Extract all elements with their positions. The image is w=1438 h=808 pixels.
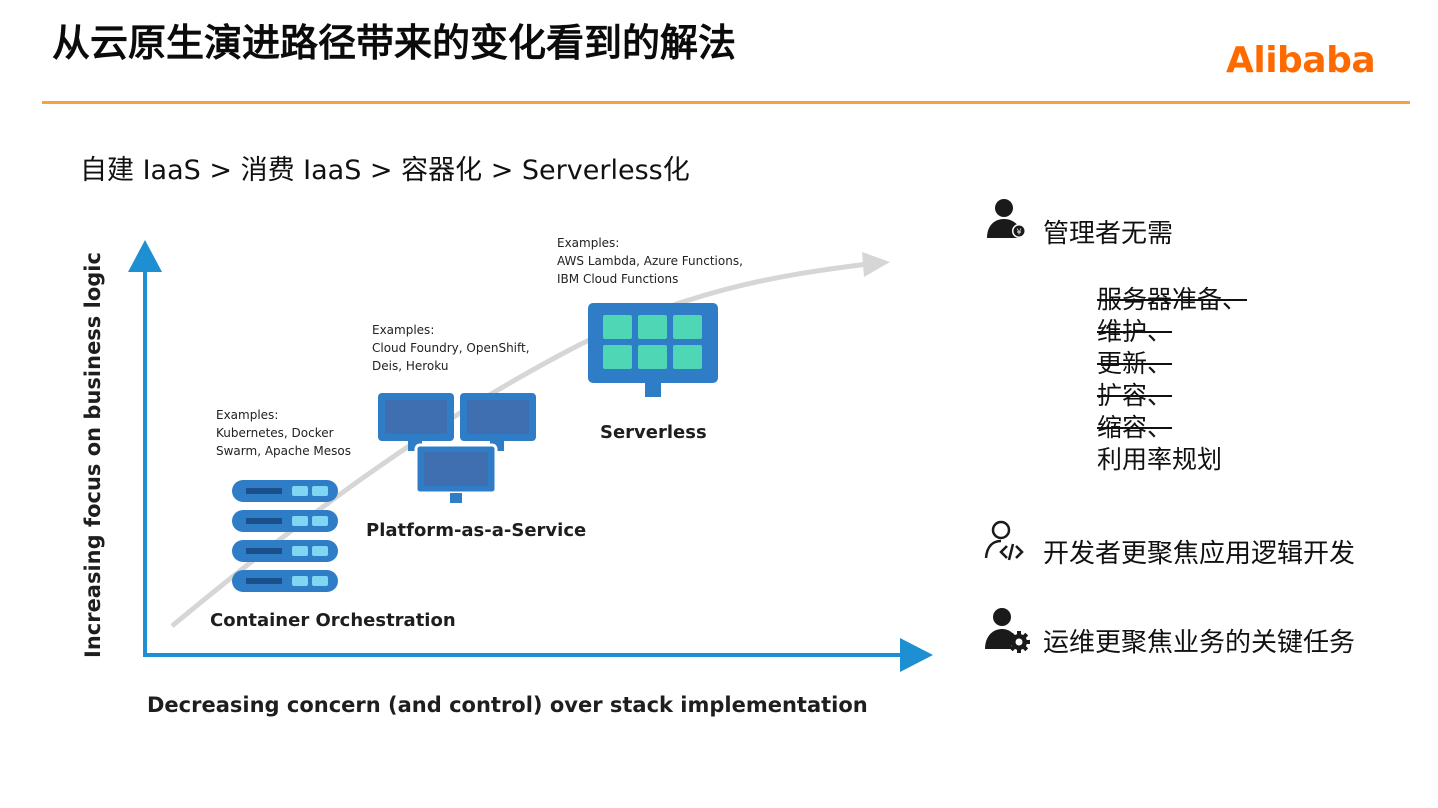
container-examples-line-1: Kubernetes, Docker [216,426,334,440]
serverless-grid-monitor-icon [588,303,718,397]
paas-examples-heading: Examples: [372,323,434,337]
trend-arrow [170,252,890,628]
admin-item-server-prep: 服务器准备、 [1097,285,1248,314]
admin-item-update: 更新、 [1097,349,1173,378]
x-axis-label: Decreasing concern (and control) over st… [147,693,868,717]
serverless-label: Serverless [600,422,707,443]
admin-title: 管理者无需 [1043,219,1174,249]
ops-text: 运维更聚焦业务的关键任务 [1043,628,1356,658]
evolution-path-subtitle: 自建 IaaS > 消费 IaaS > 容器化 > Serverless化 [80,155,690,186]
admin-item-utilization-planning: 利用率规划 [1097,445,1223,474]
container-orchestration-label: Container Orchestration [210,610,456,631]
evolution-diagram: Increasing focus on business logic Decre… [81,236,933,717]
serverless-examples-line-1: AWS Lambda, Azure Functions, [557,254,743,268]
svg-text:¥: ¥ [1016,228,1021,237]
paas-label: Platform-as-a-Service [366,520,586,541]
admin-item-maintenance: 维护、 [1097,317,1173,346]
admin-user-icon: ¥ [987,199,1026,238]
admin-item-scale-in: 缩容、 [1097,413,1173,442]
page-title: 从云原生演进路径带来的变化看到的解法 [52,21,737,65]
admin-item-scale-out: 扩容、 [1097,381,1173,410]
container-server-stack-icon [232,480,338,592]
y-axis [128,240,162,655]
developer-code-icon [984,520,1024,561]
ops-gear-user-icon [985,608,1030,653]
header-divider [42,101,1410,104]
y-axis-label: Increasing focus on business logic [81,252,105,658]
paas-monitors-icon [378,393,536,503]
container-examples-line-2: Swarm, Apache Mesos [216,444,351,458]
container-examples-heading: Examples: [216,408,278,422]
alibaba-logo: Alibaba [1226,40,1376,81]
serverless-examples-heading: Examples: [557,236,619,250]
paas-examples-line-2: Deis, Heroku [372,359,448,373]
x-axis [143,638,933,672]
developer-text: 开发者更聚焦应用逻辑开发 [1043,539,1356,569]
serverless-examples-line-2: IBM Cloud Functions [557,272,678,286]
paas-examples-line-1: Cloud Foundry, OpenShift, [372,341,530,355]
